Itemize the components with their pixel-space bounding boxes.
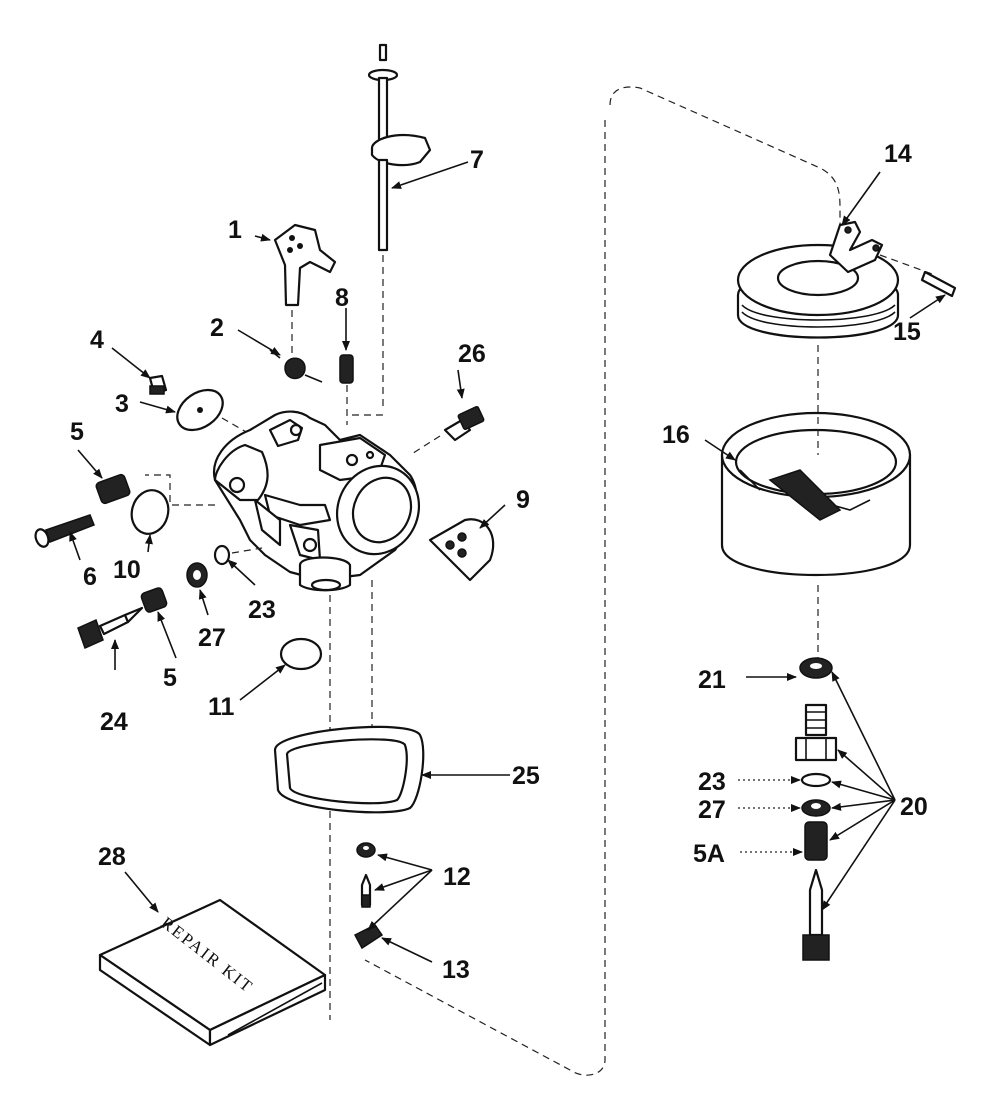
label-1: 1 [228,216,242,244]
label-3: 3 [115,390,129,418]
label-27-left: 27 [198,624,226,652]
label-16: 16 [662,421,690,449]
label-24: 24 [100,708,128,736]
inlet-needle [360,873,372,908]
label-21: 21 [698,666,726,694]
label-4: 4 [90,326,104,354]
float-pin [879,254,957,298]
label-14: 14 [884,140,912,168]
label-5-upper: 5 [70,418,84,446]
idle-mixture-screw [34,514,95,548]
flange-gasket [428,518,495,582]
label-5-lower: 5 [163,664,177,692]
carburetor-body [212,410,421,1020]
float-group-boundary [364,86,841,1076]
callout-labels: 1 2 3 4 5 6 7 8 9 10 11 12 13 14 15 16 2… [70,140,928,984]
label-8: 8 [335,284,349,312]
label-13: 13 [442,956,470,984]
label-7: 7 [470,146,484,174]
o-ring-left [213,544,263,566]
label-5A: 5A [693,840,725,868]
needle-spring-upper [95,473,131,505]
repair-kit-box: REPAIR KIT [98,898,327,1047]
welch-plug-upper [130,489,170,535]
inlet-seat [356,842,376,858]
label-25: 25 [512,762,540,790]
welch-plug-lower [279,637,323,671]
bowl-needle [802,868,830,961]
throttle-spring [269,349,323,383]
label-10: 10 [113,556,141,584]
main-needle-valve [77,606,144,650]
label-20: 20 [900,793,928,821]
label-28: 28 [98,843,126,871]
label-6: 6 [83,563,97,591]
spring-5a [804,821,828,861]
label-27-right: 27 [698,796,726,824]
bowl-washer [799,657,833,679]
idle-spring [339,354,354,425]
label-26: 26 [458,340,486,368]
label-9: 9 [516,486,530,514]
bowl-gasket [273,725,425,814]
fuel-fitting [409,406,485,456]
float-hinge [736,220,900,339]
label-23-right: 23 [698,768,726,796]
label-15: 15 [893,318,921,346]
label-2: 2 [210,314,224,342]
leader-lines [69,161,946,963]
label-11: 11 [208,693,235,721]
choke-screw [148,374,168,395]
washer-right [801,799,831,817]
bowl-nut [794,703,838,762]
label-12: 12 [443,863,471,891]
throttle-lever [273,223,337,360]
washer-left [186,562,208,588]
float [720,345,912,660]
needle-spring-lower [140,587,168,613]
o-ring-right [800,772,832,788]
throttle-shaft [350,43,432,416]
label-23-left: 23 [248,596,276,624]
